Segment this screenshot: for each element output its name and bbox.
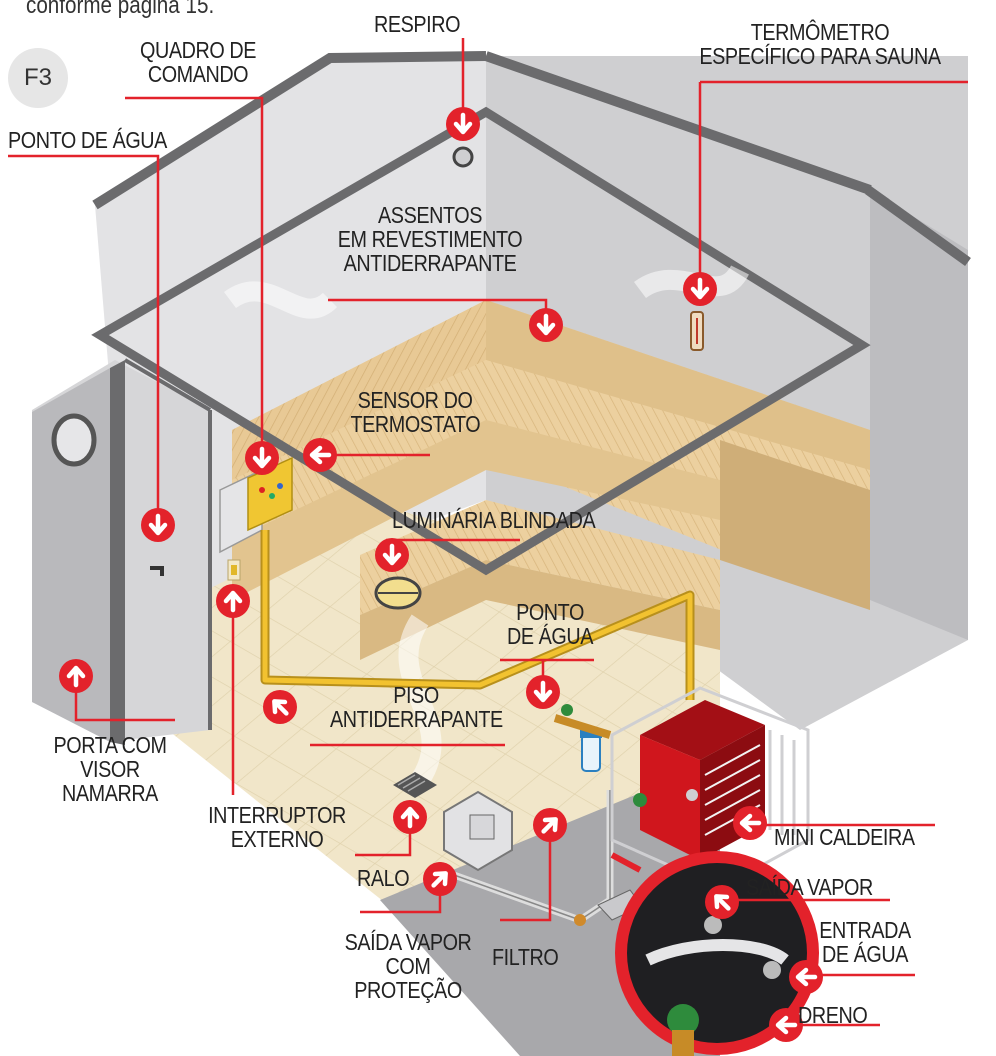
bench-low	[360, 500, 720, 615]
arrow-ponto-agua-mid	[526, 675, 560, 709]
arrow-termometro	[683, 272, 717, 306]
bench-mid	[232, 360, 720, 540]
label-dreno: DRENO	[798, 1002, 868, 1028]
boiler-top	[640, 700, 765, 760]
door-viewer	[51, 413, 97, 467]
label-filtro: FILTRO	[492, 944, 559, 970]
water-filter	[581, 734, 601, 772]
top-frame-left	[92, 51, 487, 210]
leader-lines	[8, 38, 968, 1027]
detail-zoom	[615, 851, 819, 1055]
arrow-porta	[59, 659, 93, 693]
arrow-luminaria	[375, 538, 409, 572]
arrow-ponto-agua-left	[141, 508, 175, 542]
label-mini-caldeira: MINI CALDEIRA	[774, 824, 915, 850]
arrow-assentos	[529, 308, 563, 342]
arrow-mini-caldeira	[733, 806, 767, 840]
vent	[452, 146, 474, 168]
boiler-cage	[610, 686, 810, 890]
label-saida-vapor: SAÍDA VAPOR	[746, 874, 873, 900]
figure-badge: F3	[8, 48, 68, 108]
right-wall-edge	[870, 190, 968, 640]
arrow-ralo	[393, 800, 427, 834]
door	[32, 368, 110, 742]
top-frame-right	[484, 51, 872, 195]
arrow-interruptor	[216, 584, 250, 618]
arrow-sensor	[303, 438, 337, 472]
arrow-respiro	[446, 107, 480, 141]
boiler-front	[640, 735, 700, 860]
floor-drain	[393, 772, 437, 798]
header-caption: conforme página 15.	[26, 0, 215, 19]
label-ponto-de-agua-left: PONTO DE ÁGUA	[8, 127, 167, 153]
ceiling-frame	[91, 106, 871, 576]
arrow-quadro	[245, 441, 279, 475]
label-luminaria: LUMINÁRIA BLINDADA	[392, 507, 596, 533]
label-ralo: RALO	[357, 865, 410, 891]
label-respiro: RESPIRO	[374, 11, 461, 37]
